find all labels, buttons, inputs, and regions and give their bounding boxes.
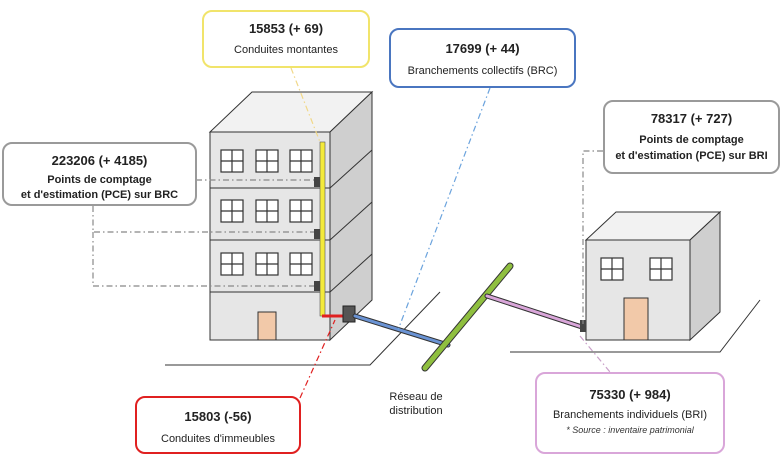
- value-pce-bri: 78317 (+ 727): [650, 111, 733, 126]
- label-conduites-immeubles: Conduites d'immeubles: [161, 433, 275, 445]
- callout-branchements-individuels: 75330 (+ 984) Branchements individuels (…: [535, 372, 725, 454]
- valve-box: [342, 305, 356, 323]
- building-windows: [220, 149, 313, 276]
- source-note: * Source : inventaire patrimonial: [566, 425, 694, 435]
- riser-pipe: [319, 141, 326, 317]
- callout-pce-bri: 78317 (+ 727) Points de comptage et d'es…: [603, 100, 780, 174]
- value-branchements-individuels: 75330 (+ 984): [589, 387, 671, 402]
- label-pce-brc-line1: Points de comptage: [47, 174, 152, 186]
- reseau-line1: Réseau de: [389, 391, 443, 403]
- house: [580, 210, 722, 342]
- ground-lines: [165, 291, 761, 366]
- meter-floor-1: [314, 177, 320, 187]
- building-side: [329, 90, 373, 342]
- meter-floor-3: [314, 281, 320, 291]
- value-conduites-montantes: 15853 (+ 69): [248, 21, 324, 36]
- label-conduites-montantes: Conduites montantes: [234, 44, 338, 56]
- leader-lines: [92, 67, 611, 399]
- callout-pce-brc: 223206 (+ 4185) Points de comptage et d'…: [2, 142, 197, 206]
- building-door: [257, 311, 277, 341]
- reseau-distribution-label: Réseau de distribution: [376, 390, 456, 418]
- apartment-building: [208, 90, 374, 342]
- value-conduites-immeubles: 15803 (-56): [184, 409, 252, 424]
- value-pce-brc: 223206 (+ 4185): [51, 153, 148, 168]
- callout-branchements-collectifs: 17699 (+ 44) Branchements collectifs (BR…: [389, 28, 576, 88]
- meter-floor-2: [314, 229, 320, 239]
- reseau-line2: distribution: [389, 405, 443, 417]
- label-pce-bri-line1: Points de comptage: [639, 134, 744, 146]
- house-front: [585, 239, 691, 341]
- house-meter: [580, 320, 586, 332]
- house-door: [623, 297, 649, 341]
- callout-conduites-immeubles: 15803 (-56) Conduites d'immeubles: [135, 396, 301, 454]
- value-branchements-collectifs: 17699 (+ 44): [445, 41, 520, 56]
- label-pce-brc-line2: et d'estimation (PCE) sur BRC: [20, 189, 179, 201]
- label-pce-bri-line2: et d'estimation (PCE) sur BRI: [615, 150, 768, 162]
- label-branchements-collectifs: Branchements collectifs (BRC): [407, 65, 558, 77]
- callout-conduites-montantes: 15853 (+ 69) Conduites montantes: [202, 10, 370, 68]
- label-branchements-individuels: Branchements individuels (BRI): [552, 409, 708, 421]
